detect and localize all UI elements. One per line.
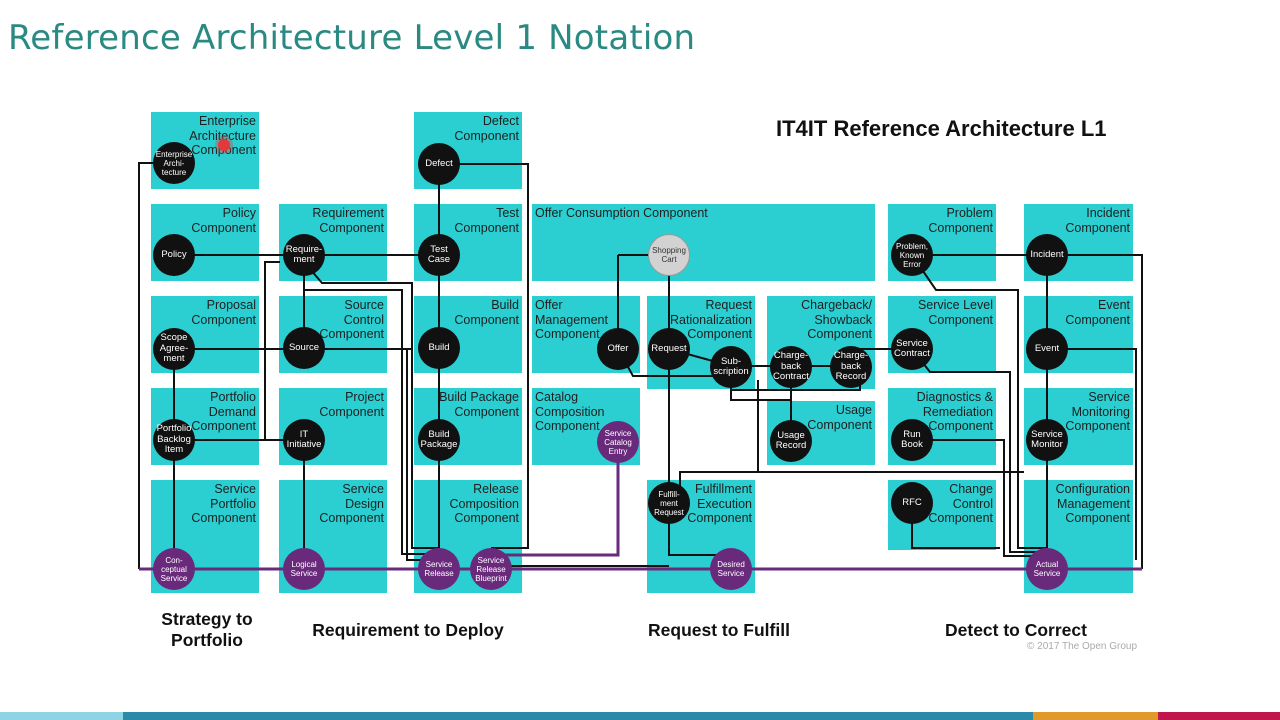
node-incident: Incident xyxy=(1026,234,1068,276)
node-service-release-blueprint: Service Release Blueprint xyxy=(470,548,512,590)
node-conceptual-service: Con- ceptual Service xyxy=(153,548,195,590)
node-enterprise-architecture: Enterprise Archi- tecture xyxy=(153,142,195,184)
node-chargeback-contract: Charge- back Contract xyxy=(770,346,812,388)
node-problem-known-error: Problem, Known Error xyxy=(891,234,933,276)
copyright-notice: © 2017 The Open Group xyxy=(1027,641,1138,652)
stream-requirement-to-deploy: Requirement to Deploy xyxy=(312,620,504,640)
node-portfolio-backlog-item: Portfolio Backlog Item xyxy=(153,419,195,461)
node-test-case: Test Case xyxy=(418,234,460,276)
node-logical-service: Logical Service xyxy=(283,548,325,590)
node-run-book: Run Book xyxy=(891,419,933,461)
node-fulfillment-request: Fulfill- ment Request xyxy=(648,482,690,524)
footer-bar-segment xyxy=(0,712,123,720)
pointer-cursor-icon xyxy=(218,139,230,151)
node-defect: Defect xyxy=(418,143,460,185)
node-rfc: RFC xyxy=(891,482,933,524)
footer-bar-segment xyxy=(123,712,1033,720)
node-usage-record: Usage Record xyxy=(770,420,812,462)
node-chargeback-record: Charge- back Record xyxy=(830,346,872,388)
stream-request-to-fulfill: Request to Fulfill xyxy=(648,620,790,640)
node-actual-service: Actual Service xyxy=(1026,548,1068,590)
node-source: Source xyxy=(283,327,325,369)
node-policy: Policy xyxy=(153,234,195,276)
node-build-package: Build Package xyxy=(418,419,460,461)
node-service-release: Service Release xyxy=(418,548,460,590)
node-service-monitor: Service Monitor xyxy=(1026,419,1068,461)
node-scope-agreement: Scope Agree- ment xyxy=(153,328,195,370)
footer-bar-segment xyxy=(1033,712,1158,720)
node-service-contract: Service Contract xyxy=(891,328,933,370)
node-build: Build xyxy=(418,327,460,369)
stream-detect-to-correct: Detect to Correct xyxy=(945,620,1087,640)
node-shopping-cart: Shopping Cart xyxy=(648,234,690,276)
diagram-title: IT4IT Reference Architecture L1 xyxy=(776,116,1107,141)
stream-strategy-to-portfolio: Strategy to Portfolio xyxy=(161,609,253,650)
node-service-catalog-entry: Service Catalog Entry xyxy=(597,421,639,463)
node-request: Request xyxy=(648,328,690,370)
node-desired-service: Desired Service xyxy=(710,548,752,590)
node-it-initiative: IT Initiative xyxy=(283,419,325,461)
slide-title: Reference Architecture Level 1 Notation xyxy=(8,18,696,58)
node-offer: Offer xyxy=(597,328,639,370)
node-event: Event xyxy=(1026,328,1068,370)
node-requirement: Require- ment xyxy=(283,234,325,276)
component-offer-consumption: Offer Consumption Component xyxy=(532,204,875,281)
node-subscription: Sub- scription xyxy=(710,346,752,388)
footer-bar-segment xyxy=(1158,712,1280,720)
